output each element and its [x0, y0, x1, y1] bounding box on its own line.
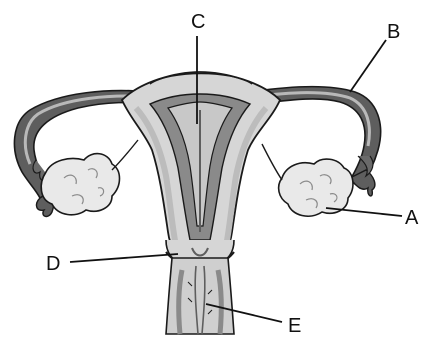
label-d: D: [46, 253, 60, 275]
leader-line-b: [350, 40, 386, 92]
left-ovarian-ligament: [112, 140, 138, 170]
left-ovary: [41, 154, 119, 215]
vagina: [166, 258, 234, 334]
label-e: E: [288, 315, 301, 337]
label-b: B: [387, 21, 400, 43]
vagina-body: [166, 258, 234, 334]
label-c: C: [191, 11, 205, 33]
right-ovarian-ligament: [262, 144, 282, 180]
leader-line-d: [70, 254, 178, 262]
label-a: A: [405, 207, 419, 229]
uterus: [122, 72, 280, 262]
